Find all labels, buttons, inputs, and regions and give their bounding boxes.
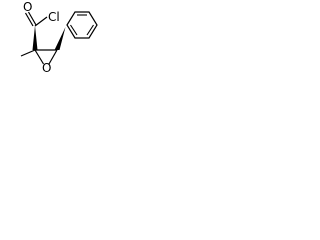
ring-oxygen-label: O xyxy=(42,61,51,73)
methyl-bond xyxy=(20,49,36,57)
carbonyl-to-chlorine-bond xyxy=(34,16,48,27)
phenyl-ring xyxy=(66,11,98,39)
molecule-canvas: O Cl O xyxy=(0,0,100,73)
carbonyl-double-bond-right xyxy=(27,11,37,26)
chemical-structure: O Cl O xyxy=(20,0,98,73)
epoxide-c-o-bond-right xyxy=(48,49,58,65)
phenyl-inner-bond-3 xyxy=(70,24,78,36)
phenyl-inner-bond-2 xyxy=(86,24,94,36)
stereo-wedge-carbonyl xyxy=(32,25,38,50)
carbonyl-oxygen-label: O xyxy=(23,0,32,14)
epoxide-c-o-bond-left xyxy=(34,49,45,65)
stereo-wedge-phenyl xyxy=(54,27,66,50)
carbonyl-double-bond-left xyxy=(24,12,34,27)
chlorine-label: Cl xyxy=(48,10,60,24)
